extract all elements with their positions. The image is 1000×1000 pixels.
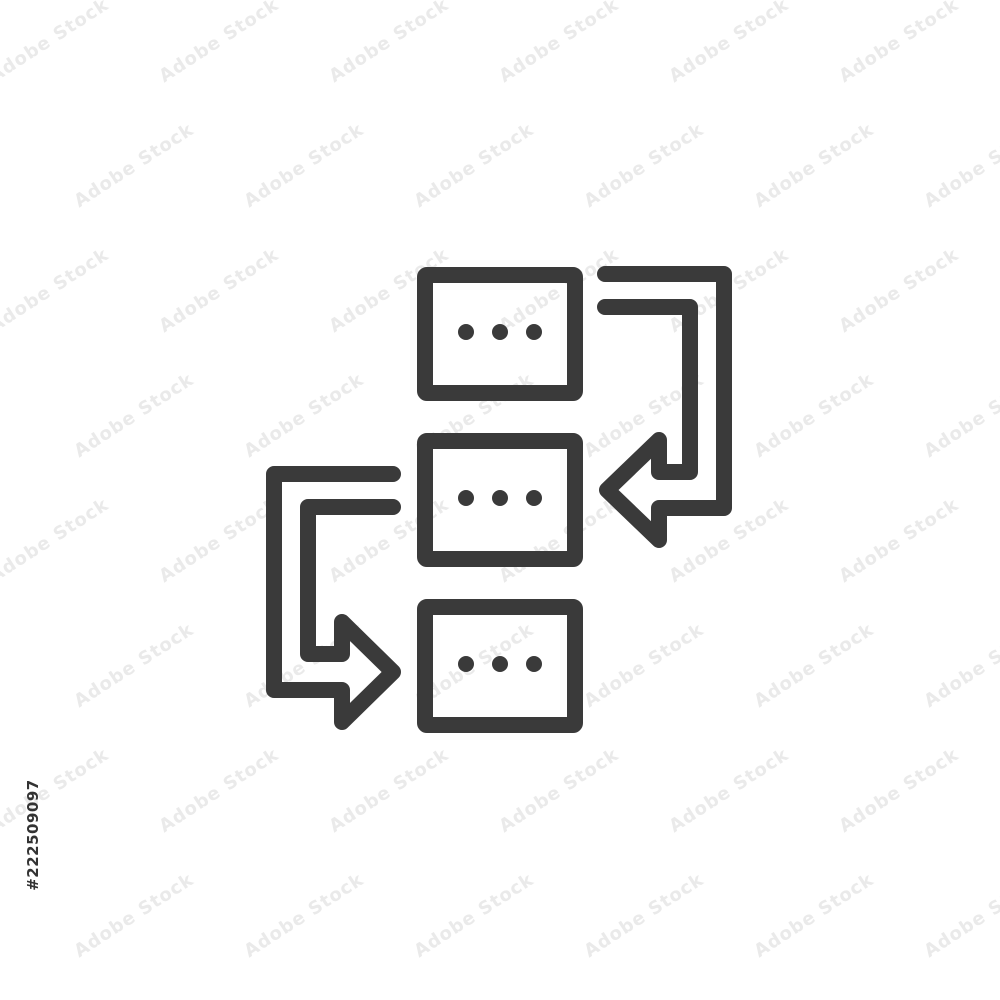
bottom-box [417,599,583,733]
middle-box-dot [458,490,474,506]
top-box-dot [492,324,508,340]
right-return-arrow [597,266,732,548]
middle-box [417,433,583,567]
top-box-dot [458,324,474,340]
bottom-box-dot [526,656,542,672]
top-box-dot [526,324,542,340]
left-return-arrow [266,466,401,730]
middle-box-dot [526,490,542,506]
middle-box-dot [492,490,508,506]
box-dots [458,324,542,672]
stock-id-text: #222509097 [24,779,42,891]
top-box [417,267,583,401]
stock-id-label: #222509097 [22,760,44,910]
bottom-box-dot [458,656,474,672]
bottom-box-dot [492,656,508,672]
